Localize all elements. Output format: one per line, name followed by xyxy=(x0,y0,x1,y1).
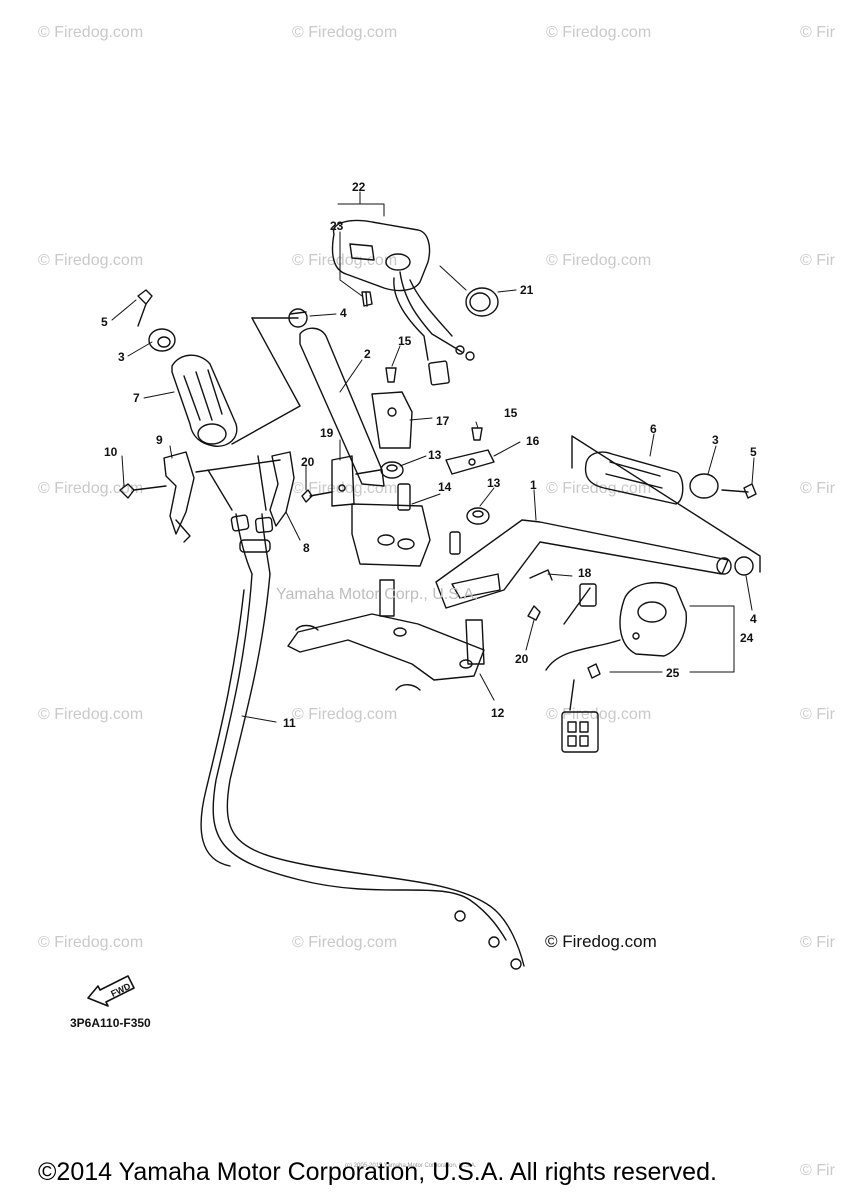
watermark: © Fir xyxy=(800,252,835,269)
switch-housing-upper xyxy=(331,219,475,386)
riser-left xyxy=(351,503,431,617)
lower-bracket-12 xyxy=(287,613,485,691)
diagram-code: 3P6A110-F350 xyxy=(70,1016,151,1030)
part-label: 20 xyxy=(515,652,529,666)
watermark: © Firedog.com xyxy=(38,934,144,951)
watermark: © Fir xyxy=(800,480,835,497)
part-label: 17 xyxy=(436,414,450,428)
clip-18 xyxy=(529,569,553,581)
watermark: © Firedog.com xyxy=(292,24,398,41)
part-label: 3 xyxy=(118,350,125,364)
bolt-5-right xyxy=(721,483,757,499)
weight-3-left xyxy=(148,328,176,352)
grip-6-right xyxy=(584,451,684,505)
part-label: 19 xyxy=(320,426,334,440)
watermark: © Firedog.com xyxy=(38,252,144,269)
end-weight-4-right xyxy=(734,556,754,576)
screw-15-right xyxy=(471,427,483,441)
bolt-20-left xyxy=(301,489,333,503)
part-label: 5 xyxy=(750,445,757,459)
part-label: 24 xyxy=(740,631,754,645)
part-label: 13 xyxy=(428,448,442,462)
holder-8 xyxy=(269,451,295,527)
holder-9 xyxy=(163,451,195,543)
watermark: © Fir xyxy=(800,24,835,41)
bolt-10 xyxy=(119,483,167,499)
cable-assembly-11 xyxy=(200,455,525,970)
part-label: 22 xyxy=(352,180,366,194)
watermark: © Firedog.com xyxy=(292,934,398,951)
part-label: 8 xyxy=(303,541,310,555)
screw-23 xyxy=(361,291,373,307)
grip-7-left xyxy=(171,354,238,447)
leader-lines xyxy=(111,191,755,723)
part-label: 5 xyxy=(101,315,108,329)
watermark: © Firedog.com xyxy=(546,24,652,41)
part-label: 15 xyxy=(504,406,518,420)
watermark: © Firedog.com xyxy=(292,706,398,723)
part-label: 15 xyxy=(398,334,412,348)
part-label: 6 xyxy=(650,422,657,436)
part-label: 2 xyxy=(364,347,371,361)
part-label: 11 xyxy=(283,716,296,730)
part-label: 7 xyxy=(133,391,140,405)
part-label: 16 xyxy=(526,434,540,448)
watermark: © Firedog.com xyxy=(38,24,144,41)
weight-3-right xyxy=(689,473,719,499)
washer-13-right xyxy=(466,507,490,525)
part-label: 9 xyxy=(156,433,163,447)
bolt-20-right xyxy=(527,605,541,621)
handlebar-1-right xyxy=(435,519,732,609)
bracket-19 xyxy=(331,455,355,507)
fwd-arrow-icon: FWD xyxy=(87,975,135,1007)
handlebar-2-left xyxy=(299,327,385,487)
corp-watermark: Yamaha Motor Corp., U.S.A. xyxy=(276,586,479,603)
copyright-footer: ©2014 Yamaha Motor Corporation, U.S.A. A… xyxy=(38,1158,717,1186)
part-label: 20 xyxy=(301,455,315,469)
collar-21 xyxy=(465,287,499,317)
bracket-16 xyxy=(445,449,495,475)
watermark: © Fir xyxy=(800,934,835,951)
fine-print: (c) 2005-2015 Yamaha Motor Corporation, … xyxy=(345,1163,477,1169)
watermark: © Firedog.com xyxy=(38,706,144,723)
part-label: 13 xyxy=(487,476,501,490)
part-label: 21 xyxy=(520,283,534,297)
part-label: 1 xyxy=(530,478,537,492)
part-label: 14 xyxy=(438,480,452,494)
bolt-14 xyxy=(397,483,461,555)
part-label: 25 xyxy=(666,666,680,680)
part-label: 12 xyxy=(491,706,505,720)
watermark: © Firedog.com xyxy=(546,252,652,269)
part-label: 4 xyxy=(750,612,757,626)
firedog-label: © Firedog.com xyxy=(545,932,657,951)
part-label: 3 xyxy=(712,433,719,447)
watermark: © Fir xyxy=(800,706,835,723)
washer-13-left xyxy=(380,461,404,479)
part-label: 23 xyxy=(330,219,344,233)
screw-15-left xyxy=(385,367,397,383)
bracket-17 xyxy=(371,391,413,449)
screw-25 xyxy=(587,663,601,679)
part-label: 10 xyxy=(104,445,118,459)
switch-housing-right xyxy=(545,581,687,753)
watermark: © Firedog.com xyxy=(38,480,144,497)
part-label: 4 xyxy=(340,306,347,320)
watermark: © Firedog.com xyxy=(292,252,398,269)
watermark: © Fir xyxy=(800,1162,835,1179)
bolt-5-left xyxy=(137,289,153,327)
part-label: 18 xyxy=(578,566,592,580)
